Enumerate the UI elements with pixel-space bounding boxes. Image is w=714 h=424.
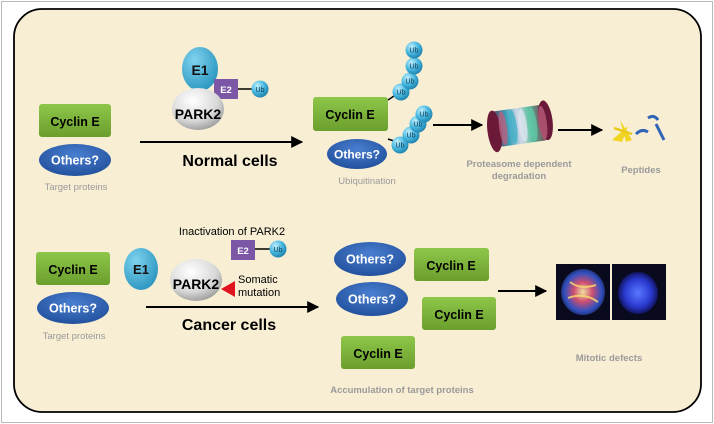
top-e1-enzyme xyxy=(182,47,218,91)
accumulated-proteins: Others? Others? Cyclin E Cyclin E Cyclin… xyxy=(330,242,496,396)
bottom-e1-enzyme xyxy=(124,248,158,290)
top-condition-label: Normal cells xyxy=(182,153,277,170)
top-e2-enzyme xyxy=(214,79,238,99)
ub-chain-sphere xyxy=(391,136,409,154)
bottom-park2-sphere xyxy=(170,259,222,301)
ubiq-others-label: Others? xyxy=(334,148,380,162)
top-ub-label: Ub xyxy=(256,87,265,94)
proteasome-ring xyxy=(528,107,538,141)
bottom-others-label: Others? xyxy=(49,302,97,316)
accum-others-label-1: Others? xyxy=(346,253,394,267)
ubiq-caption: Ubiquitination xyxy=(338,176,396,187)
ub-chain-sphere xyxy=(405,57,423,75)
bottom-condition-label: Cancer cells xyxy=(182,317,276,334)
top-cyclin-e-label: Cyclin E xyxy=(50,115,99,129)
top-park2-sphere xyxy=(172,88,224,130)
peptides-caption: Peptides xyxy=(621,165,661,176)
mitotic-cell-1 xyxy=(561,269,605,315)
ub-chain-label: Ub xyxy=(407,133,416,140)
accum-cyclin-e-label-3: Cyclin E xyxy=(353,347,402,361)
proteasome-ring xyxy=(538,105,548,140)
accum-cyclin-e-box-2 xyxy=(422,297,496,330)
proteasome-ring xyxy=(518,108,528,143)
accum-others-label-2: Others? xyxy=(348,293,396,307)
top-e1-label: E1 xyxy=(191,62,208,78)
bottom-ub-sphere xyxy=(269,240,287,258)
somatic-label-line1: Somatic xyxy=(238,274,278,286)
top-target-caption: Target proteins xyxy=(45,182,108,193)
inactivation-label: Inactivation of PARK2 xyxy=(179,226,285,238)
bottom-others-oval xyxy=(37,292,109,324)
accum-cyclin-e-box-1 xyxy=(414,248,489,281)
bottom-park2-label: PARK2 xyxy=(173,276,220,292)
accum-others-oval-1 xyxy=(334,242,406,276)
ubiq-cyclin-e-label: Cyclin E xyxy=(325,108,374,122)
ubiq-others-oval xyxy=(327,139,387,169)
bottom-enzyme-complex: Inactivation of PARK2 E1 E2 Ub PARK2 Som… xyxy=(124,226,287,301)
bottom-target-caption: Target proteins xyxy=(43,331,106,342)
accum-others-oval-2 xyxy=(336,282,408,316)
top-ub-sphere xyxy=(251,80,269,98)
bottom-ub-label: Ub xyxy=(274,247,283,254)
ub-chain-label: Ub xyxy=(410,48,419,55)
proteasome-caption-line2: degradation xyxy=(492,171,547,182)
ub-chain-link xyxy=(387,95,395,101)
ub-chain-label: Ub xyxy=(396,143,405,150)
ub-chain-label: Ub xyxy=(420,112,429,119)
ub-chain-label: Ub xyxy=(410,64,419,71)
accum-cyclin-e-label-2: Cyclin E xyxy=(434,308,483,322)
mitotic-caption: Mitotic defects xyxy=(576,353,643,364)
ub-chain-sphere xyxy=(405,41,423,59)
peptide-fragment xyxy=(654,123,666,141)
proteasome-cap-left xyxy=(486,110,503,153)
ub-chain-label: Ub xyxy=(414,122,423,129)
proteasome-ring xyxy=(498,111,508,146)
top-e2-label: E2 xyxy=(220,85,232,96)
top-others-oval xyxy=(39,144,111,176)
top-park2-label: PARK2 xyxy=(175,106,222,122)
bottom-e2-label: E2 xyxy=(237,246,249,257)
peptide-fragment xyxy=(634,128,649,136)
bottom-target-proteins: Cyclin E Others? Target proteins xyxy=(36,252,110,342)
mutation-marker xyxy=(221,281,235,297)
mitotic-defect-images xyxy=(556,264,666,320)
top-cyclin-e-box xyxy=(39,104,111,137)
somatic-label-line2: mutation xyxy=(238,287,280,299)
peptides-graphic xyxy=(612,114,666,142)
ub-chain-label: Ub xyxy=(397,90,406,97)
ub-chain-sphere xyxy=(401,72,419,90)
top-ubiquitinated-proteins: Cyclin E Others? Ubiquitination xyxy=(313,97,396,187)
bottom-e2-enzyme xyxy=(231,240,255,260)
top-target-proteins: Cyclin E Others? Target proteins xyxy=(39,104,111,193)
accum-cyclin-e-box-3 xyxy=(341,336,415,369)
accum-caption: Accumulation of target proteins xyxy=(330,385,474,396)
peptide-fragment xyxy=(647,114,660,121)
top-others-label: Others? xyxy=(51,154,99,168)
accum-cyclin-e-label-1: Cyclin E xyxy=(426,259,475,273)
proteasome-caption-line1: Proteasome dependent xyxy=(466,159,572,170)
proteasome xyxy=(486,100,553,153)
proteasome-ring xyxy=(508,109,518,144)
top-enzyme-complex: E1 E2 Ub PARK2 xyxy=(172,47,269,130)
ub-chain-sphere xyxy=(415,105,433,123)
bottom-cyclin-e-box xyxy=(36,252,110,285)
bottom-cyclin-e-label: Cyclin E xyxy=(48,263,97,277)
ubiq-cyclin-e-box xyxy=(313,97,388,131)
bottom-e1-label: E1 xyxy=(133,262,149,277)
mitotic-cell-2 xyxy=(618,272,658,314)
ub-chain-label: Ub xyxy=(406,79,415,86)
peptide-fragment xyxy=(613,126,633,136)
